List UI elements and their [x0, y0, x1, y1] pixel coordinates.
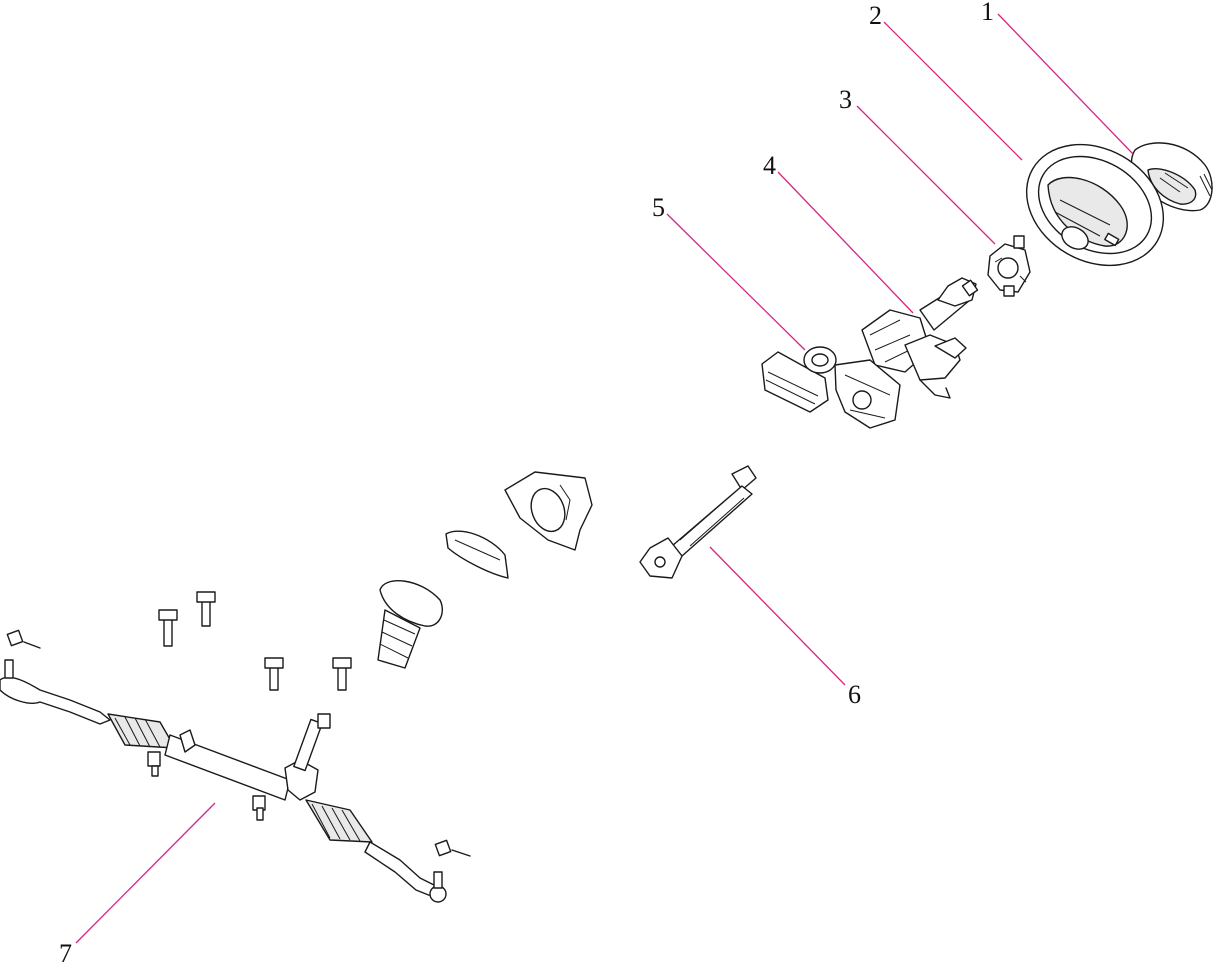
part-3-clock-spring — [987, 235, 1031, 297]
part-6-intermediate-shaft — [639, 465, 757, 579]
callout-3: 3 — [839, 85, 852, 114]
callout-7: 7 — [59, 939, 72, 964]
cover-plate — [445, 530, 509, 579]
column-bracket — [504, 471, 593, 551]
callout-6: 6 — [848, 680, 861, 709]
leader-line-4 — [777, 171, 914, 314]
leader-line-5 — [666, 213, 806, 351]
leader-lines — [75, 13, 1134, 944]
bolts — [6, 591, 471, 857]
column-boot — [377, 580, 443, 669]
leader-line-2 — [883, 21, 1023, 161]
part-2-steering-wheel — [1025, 143, 1165, 267]
callout-2: 2 — [869, 1, 882, 30]
part-4-steering-column — [861, 277, 979, 399]
callout-4: 4 — [763, 151, 776, 180]
part-7-steering-rack — [0, 659, 447, 903]
callout-5: 5 — [652, 193, 665, 222]
callout-1: 1 — [981, 0, 994, 26]
leader-line-3 — [856, 105, 996, 245]
callout-labels: 1 2 3 4 5 6 7 — [59, 0, 994, 964]
leader-line-1 — [997, 13, 1134, 155]
part-5-ignition-lock-assembly — [761, 346, 901, 429]
leader-line-7 — [75, 802, 216, 944]
leader-line-6 — [709, 546, 846, 686]
